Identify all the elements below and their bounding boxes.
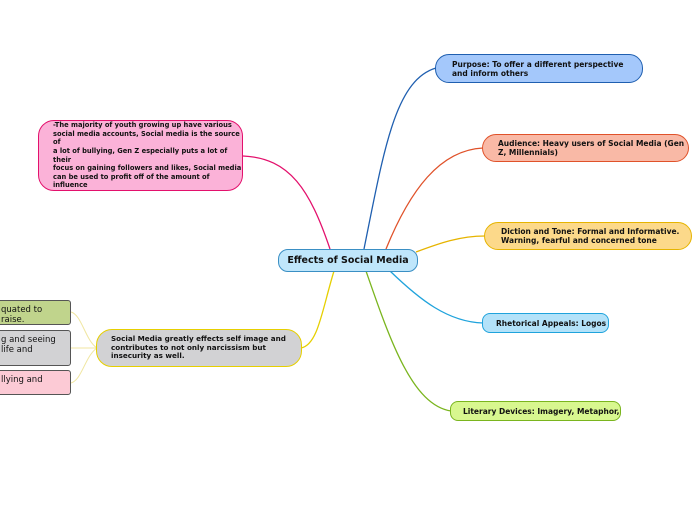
topic-self-image-label: Social Media greatly effects self image … <box>111 333 286 361</box>
topic-literary-devices-label: Literary Devices: Imagery, Metaphor, <box>463 406 620 416</box>
topic-self-image[interactable]: Social Media greatly effects self image … <box>96 329 302 367</box>
connector-audience <box>385 147 484 250</box>
connector-leaf-1 <box>70 311 98 349</box>
topic-diction-tone[interactable]: Diction and Tone: Formal and Informative… <box>484 222 692 250</box>
topic-rhetorical-appeals[interactable]: Rhetorical Appeals: Logos <box>482 313 609 333</box>
connector-diction <box>415 235 486 253</box>
connector-rhetorical <box>389 270 484 324</box>
topic-purpose-label: Purpose: To offer a different perspectiv… <box>452 59 624 78</box>
connector-brainstorm <box>242 155 331 250</box>
central-topic[interactable]: Effects of Social Media <box>278 249 418 272</box>
topic-purpose[interactable]: Purpose: To offer a different perspectiv… <box>435 54 643 83</box>
subtopic-leaf-3[interactable]: llying and <box>0 370 71 395</box>
subtopic-leaf-1-label: quated to raise. <box>1 305 43 325</box>
topic-brainstorm-label: Brainstorm: -The majority of youth growi… <box>53 121 242 190</box>
subtopic-leaf-2[interactable]: g and seeing life and <box>0 330 71 366</box>
topic-audience[interactable]: Audience: Heavy users of Social Media (G… <box>482 134 689 162</box>
topic-brainstorm[interactable]: Brainstorm: -The majority of youth growi… <box>38 120 243 191</box>
topic-audience-label: Audience: Heavy users of Social Media (G… <box>498 139 685 157</box>
topic-rhetorical-appeals-label: Rhetorical Appeals: Logos <box>496 318 607 328</box>
topic-diction-tone-label: Diction and Tone: Formal and Informative… <box>501 227 680 245</box>
topic-literary-devices[interactable]: Literary Devices: Imagery, Metaphor, <box>450 401 621 421</box>
subtopic-leaf-2-label: g and seeing life and <box>1 335 56 355</box>
subtopic-leaf-1[interactable]: quated to raise. <box>0 300 71 325</box>
connector-leaf-3 <box>70 347 98 384</box>
subtopic-leaf-3-label: llying and <box>1 375 43 385</box>
connector-literary <box>365 270 452 412</box>
connector-purpose <box>363 67 437 250</box>
connector-self-image <box>300 270 335 349</box>
central-topic-label: Effects of Social Media <box>287 255 409 266</box>
